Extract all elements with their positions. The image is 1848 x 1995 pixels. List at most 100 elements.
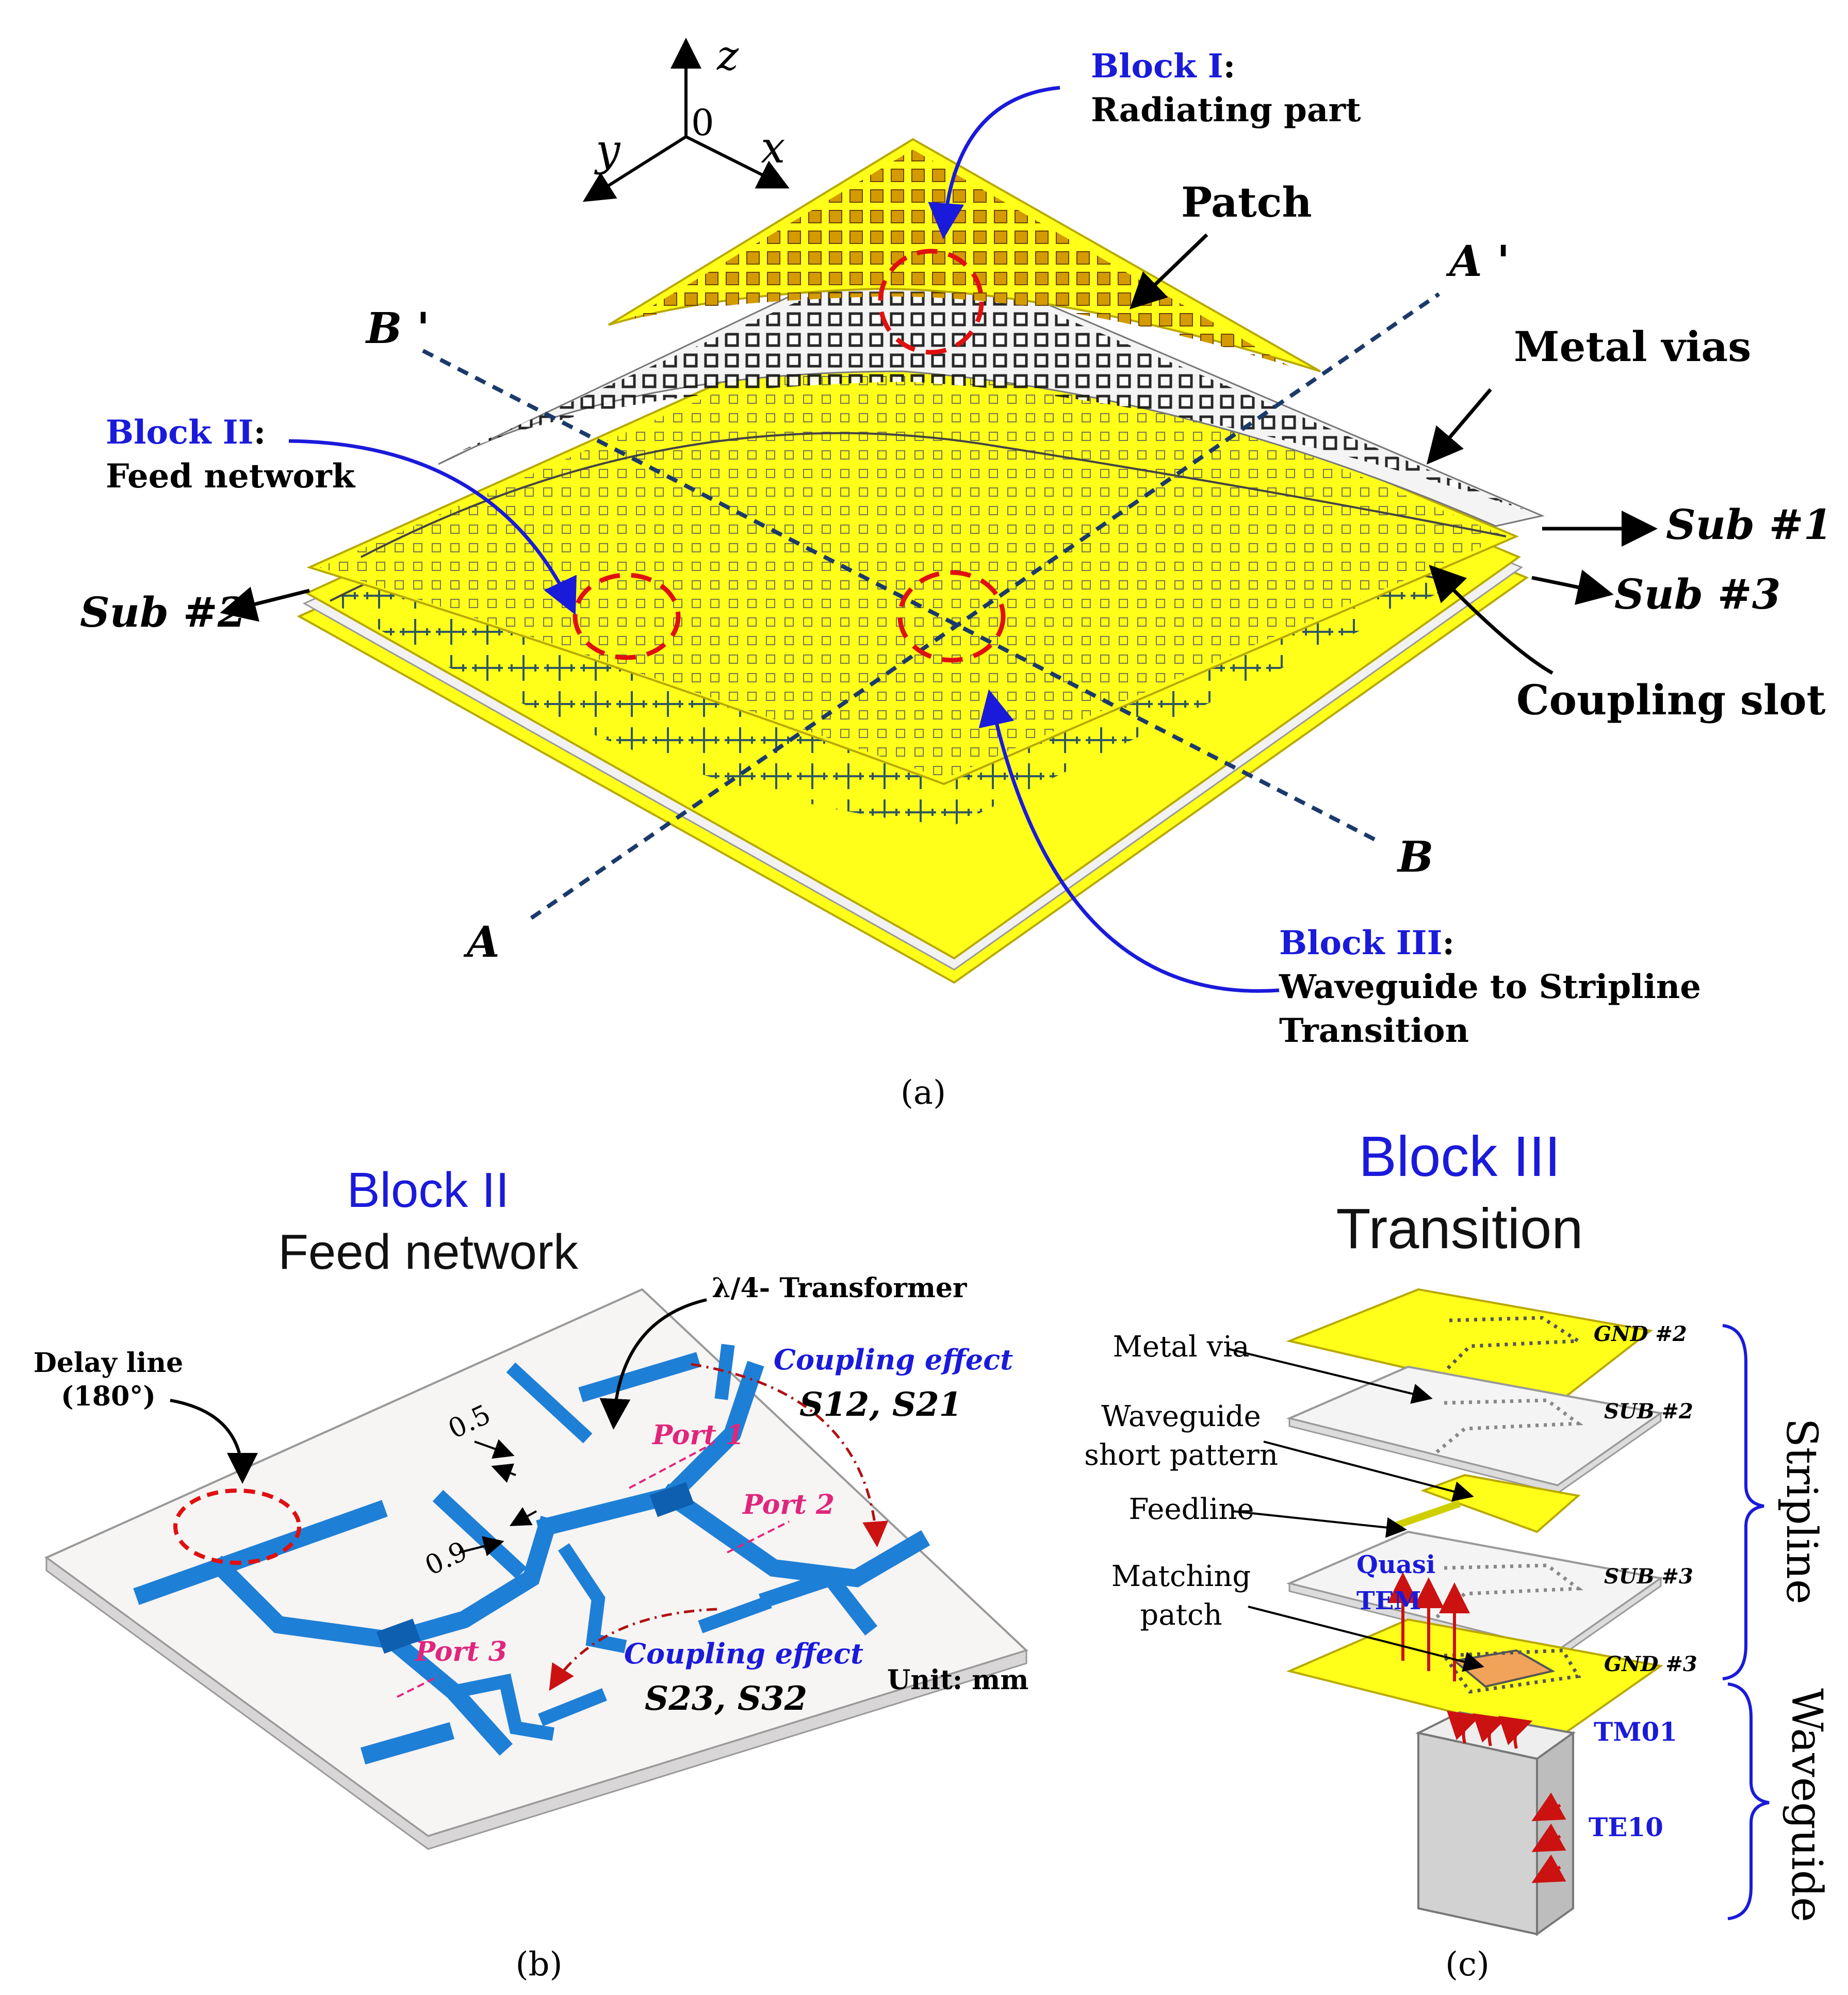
- waveguide-short-arrow: [1263, 1441, 1474, 1502]
- feedline-arrow: [1232, 1510, 1407, 1538]
- gnd2-via-pattern: [1443, 1316, 1584, 1373]
- panel-a: z 0 y x: [80, 31, 1832, 1112]
- transformer-label: λ/4- Transformer: [712, 1272, 967, 1304]
- a-label: A: [463, 918, 500, 967]
- sub2-label: Sub #2: [80, 588, 246, 636]
- coupling-slot-label: Coupling slot: [1516, 676, 1826, 724]
- coupling2-params: S23, S32: [645, 1679, 807, 1718]
- delay-line-arrow: [170, 1399, 258, 1484]
- gnd3-label: GND #3: [1604, 1652, 1697, 1676]
- feedline-label: Feedline: [1129, 1493, 1254, 1526]
- coupling-slot-arrow: [1429, 564, 1553, 675]
- a-prime-label: A ': [1446, 237, 1510, 286]
- gnd3-via-pattern: [1441, 1648, 1581, 1694]
- port1-label: Port 1: [651, 1419, 744, 1451]
- block1-title: Block I:: [1091, 47, 1235, 86]
- block1-arrow: [928, 86, 1060, 239]
- caption-a: (a): [901, 1074, 946, 1112]
- panel-b: Block II Feed network Delay l: [34, 1163, 1028, 1984]
- caption-c: (c): [1445, 1945, 1490, 1984]
- block3-title: Block III:: [1279, 924, 1454, 962]
- unit-label: Unit: mm: [887, 1664, 1028, 1696]
- stripline-label: Stripline: [1777, 1418, 1826, 1605]
- port2-label: Port 2: [742, 1489, 835, 1520]
- gnd2-label: GND #2: [1594, 1322, 1687, 1346]
- metal-via-arrow: [1227, 1348, 1433, 1404]
- quasi-tem-label2: TEM: [1356, 1587, 1421, 1615]
- origin-label: 0: [691, 102, 714, 144]
- block2-arrow: [288, 439, 577, 615]
- sub3-arrow: [1531, 569, 1614, 605]
- block1-colon: :: [1223, 47, 1236, 86]
- patch-arrow: [1129, 233, 1208, 309]
- waveguide-short-label2: short pattern: [1084, 1438, 1278, 1472]
- sub2-arrow: [220, 586, 310, 622]
- z-axis-label: z: [716, 31, 739, 79]
- coupling2-arrow: [549, 1608, 717, 1691]
- block2-colon: :: [254, 413, 266, 452]
- stripline-brace: [1722, 1324, 1764, 1680]
- port2-line: [727, 1520, 790, 1554]
- sub2-via-pattern: [1432, 1398, 1583, 1456]
- block1-highlight-circle: [878, 249, 984, 355]
- panel-c-title2: Transition: [1336, 1197, 1583, 1261]
- x-axis-arrow: [685, 135, 790, 189]
- dim-0.9-arrow2: [510, 1507, 537, 1526]
- delay-line-label2: (180°): [61, 1381, 156, 1412]
- coupling2-title: Coupling effect: [624, 1637, 863, 1670]
- matching-patch-label2: patch: [1140, 1598, 1222, 1632]
- matching-patch-arrow: [1248, 1606, 1484, 1672]
- sub3-label: Sub #3: [1614, 570, 1780, 618]
- block3-colon: :: [1443, 924, 1455, 962]
- panel-c: Block III Transition: [1084, 1125, 1831, 1984]
- block2-desc: Feed network: [106, 457, 356, 496]
- matching-patch-label1: Matching: [1111, 1560, 1251, 1593]
- b-prime-label: B ': [365, 304, 430, 353]
- port2-junction: [649, 1482, 694, 1517]
- waveguide-label: Waveguide: [1782, 1688, 1831, 1922]
- metal-vias-arrow: [1426, 388, 1492, 465]
- metal-vias-label: Metal vias: [1514, 322, 1751, 371]
- caption-b: (b): [516, 1945, 563, 1984]
- feedline-trace: [1391, 1500, 1461, 1530]
- slot-layer-cut-edge: [361, 432, 1507, 558]
- transformer-arrow: [599, 1298, 707, 1430]
- sub3-via-pattern: [1432, 1563, 1583, 1621]
- waveguide-brace: [1727, 1682, 1770, 1920]
- field-arrows: [1387, 1572, 1566, 1883]
- block2-title: Block II:: [106, 413, 266, 452]
- y-axis-arrow: [582, 135, 687, 202]
- cut-line-a: [530, 292, 1441, 920]
- port3-line: [397, 1675, 439, 1698]
- sub3-label: SUB #3: [1604, 1564, 1693, 1589]
- block1-title-text: Block I: [1091, 47, 1223, 86]
- coordinate-axes: [582, 38, 790, 202]
- coupling1-title: Coupling effect: [774, 1343, 1013, 1376]
- panel-b-title2: Feed network: [278, 1224, 579, 1280]
- x-axis-label: x: [761, 122, 785, 173]
- dim-0.9-arrow: [459, 1536, 504, 1557]
- coupling1-arrow: [691, 1363, 889, 1547]
- delay-line-label1: Delay line: [34, 1347, 183, 1379]
- delay-line-circle: [173, 1489, 301, 1565]
- coupling1-params: S12, S21: [799, 1385, 962, 1424]
- sub2-label: SUB #2: [1604, 1399, 1693, 1424]
- dim-0.5-arrow: [474, 1439, 515, 1459]
- feed-board-edge: [45, 1556, 1027, 1850]
- block3-highlight-circle: [897, 570, 1006, 663]
- tm01-label: TM01: [1594, 1716, 1677, 1747]
- block3-desc-line1: Waveguide to Stripline: [1279, 968, 1701, 1006]
- waveguide-front: [1417, 1731, 1538, 1936]
- port3-label: Port 3: [414, 1636, 507, 1667]
- dim-0.5-arrow2: [491, 1463, 516, 1483]
- cut-line-b: [422, 349, 1378, 843]
- panel-c-title1: Block III: [1359, 1125, 1560, 1188]
- panel-b-title1: Block II: [347, 1163, 510, 1218]
- block2-highlight-circle: [573, 573, 681, 660]
- port3-junction: [376, 1618, 421, 1654]
- sub1-label: Sub #1: [1666, 500, 1832, 549]
- block3-arrow: [978, 689, 1280, 993]
- patch-label: Patch: [1181, 178, 1312, 226]
- te10-label: TE10: [1589, 1812, 1663, 1842]
